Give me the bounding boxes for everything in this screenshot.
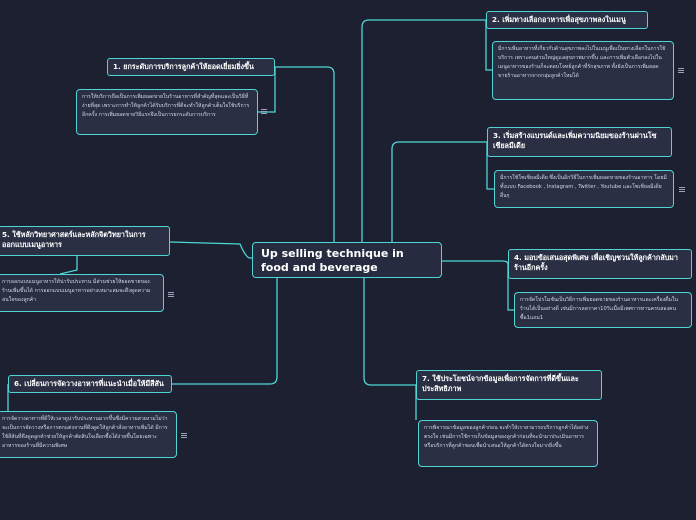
- connector-topic-1: [275, 66, 335, 250]
- central-topic[interactable]: Up selling technique in food and beverag…: [252, 242, 442, 278]
- note-icon[interactable]: [678, 68, 684, 73]
- note-link-topic-1: [258, 67, 276, 113]
- note-link-topic-4: [507, 264, 514, 311]
- topic-3-note: มีการใช้โซเชียลมีเดีย ซึ่งเป็นอีกวิธีในก…: [494, 170, 674, 208]
- note-link-topic-3: [486, 142, 494, 190]
- topic-5[interactable]: 5. ใช้หลักวิทยาศาสตร์และหลักจิตวิทยาในกา…: [0, 226, 170, 256]
- connector-topic-7: [363, 278, 416, 386]
- note-icon[interactable]: [181, 433, 187, 438]
- topic-4-note: การจัดโปรโมชันเป็นวิธีการเพิ่มยอดขายของร…: [514, 292, 692, 328]
- connector-topic-5: [169, 241, 252, 259]
- note-icon[interactable]: [261, 109, 267, 114]
- connector-topic-6: [172, 278, 278, 385]
- topic-7[interactable]: 7. ใช้ประโยชน์จากข้อมูลเพื่อการจัดการที่…: [416, 370, 602, 400]
- note-icon[interactable]: [679, 187, 685, 192]
- note-link-topic-5: [59, 256, 78, 275]
- topic-4[interactable]: 4. มอบข้อเสนอสุดพิเศษ เพื่อเชิญชวนให้ลูก…: [508, 249, 692, 279]
- topic-7-note: การพิจารณาข้อมูลของลูกค้าก่อน จะทำให้เรา…: [418, 420, 598, 467]
- topic-3[interactable]: 3. เริ่มสร้างแบรนด์และเพิ่มความนิยมของร้…: [487, 127, 672, 157]
- note-link-topic-2: [485, 20, 492, 71]
- connector-topic-2: [361, 19, 486, 254]
- topic-2[interactable]: 2. เพิ่มทางเลือกอาหารเพื่อสุขภาพลงในเมนู: [486, 11, 648, 29]
- connector-topic-4: [442, 260, 509, 265]
- note-icon[interactable]: [168, 292, 174, 297]
- topic-5-note: การออกแบบเมนูอาหารให้น่ารับประทาน มีส่วน…: [0, 274, 164, 312]
- topic-2-note: มีการเพิ่มอาหารที่เกี่ยวกับด้านสุขภาพลงไ…: [492, 41, 674, 100]
- topic-1[interactable]: 1. ยกระดับการบริการลูกค้าให้ยอดเยี่ยมยิ่…: [107, 58, 275, 76]
- topic-6[interactable]: 6. เปลี่ยนการจัดวางอาหารที่แนะนำเมื่อให้…: [8, 375, 172, 393]
- topic-1-note: การให้บริการถือเป็นการเพิ่มยอดขายในร้านอ…: [76, 89, 258, 135]
- connector-topic-3: [391, 141, 487, 260]
- topic-6-note: การจัดวางอาหารที่ดีให้เวลาดูน่ารับประทาน…: [0, 411, 177, 458]
